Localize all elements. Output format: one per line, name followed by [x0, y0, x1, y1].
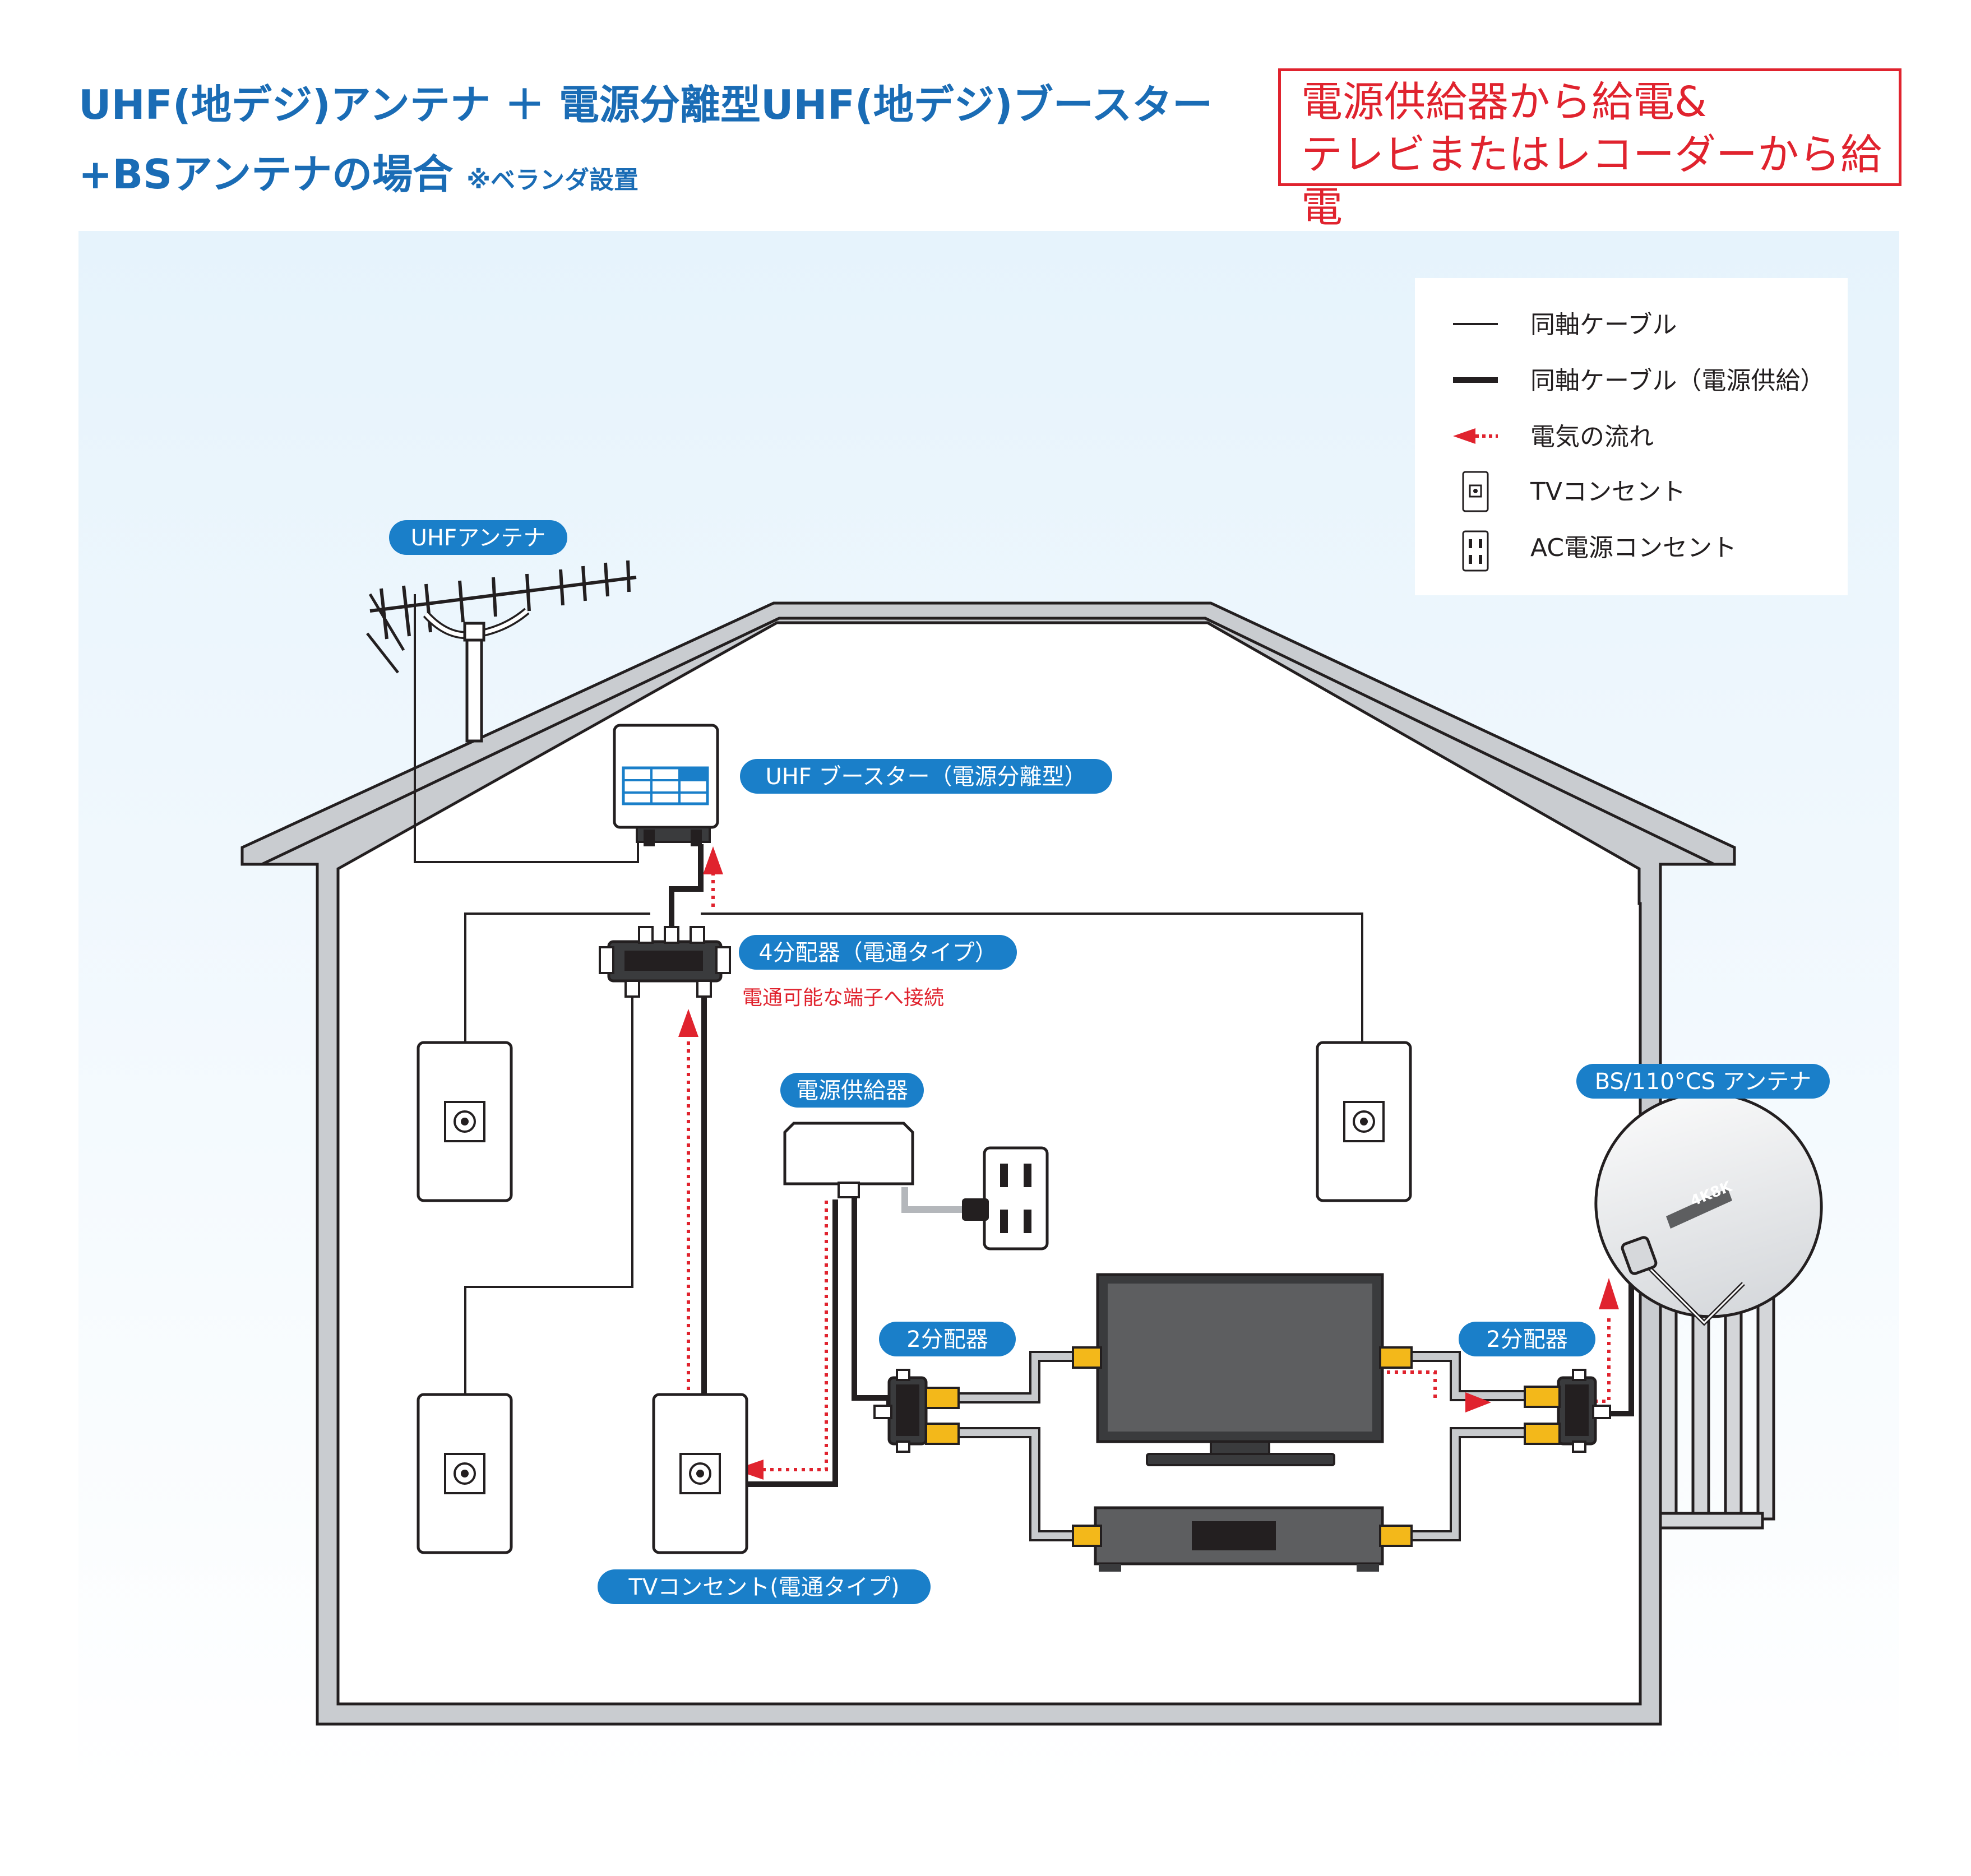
- notice-line1: 電源供給器から給電&: [1301, 78, 1707, 126]
- splitter2-right-icon: [1524, 1369, 1611, 1453]
- notice-line2: テレビまたはレコーダーから給電: [1301, 131, 1882, 231]
- svg-text:電源供給器: 電源供給器: [796, 1078, 908, 1104]
- splitter4-icon: [599, 926, 731, 998]
- recorder-icon: [1072, 1506, 1413, 1572]
- legend: 同軸ケーブル 同軸ケーブル（電源供給） 電気の流れ TVコンセント AC電源コン…: [1415, 278, 1848, 595]
- splitter4-note: 電通可能な端子へ接続: [742, 986, 944, 1009]
- svg-text:4分配器（電通タイプ）: 4分配器（電通タイプ）: [758, 940, 997, 966]
- splitter2-left-icon: [873, 1369, 960, 1453]
- subtitle-main: +BSアンテナの場合: [78, 151, 454, 198]
- legend-tv-outlet-icon: [1462, 471, 1489, 512]
- legend-label-coax: 同軸ケーブル: [1530, 311, 1677, 339]
- legend-ac-outlet-icon: [1462, 530, 1489, 572]
- tv-outlet-powered: [652, 1393, 748, 1554]
- label-splitter4: 4分配器（電通タイプ）: [739, 935, 1017, 970]
- bs-antenna-icon: 4K8K: [1594, 1092, 1823, 1326]
- label-power-supply: 電源供給器: [780, 1073, 924, 1108]
- electric-flow-arrowheads: [678, 846, 1619, 1480]
- page-subtitle: +BSアンテナの場合 ※ベランダ設置: [78, 141, 639, 200]
- svg-text:2分配器: 2分配器: [906, 1327, 988, 1352]
- legend-label-tv-outlet: TVコンセント: [1530, 478, 1686, 506]
- tv-outlet-right: [1316, 1041, 1412, 1202]
- label-uhf-booster: UHF ブースター（電源分離型）: [740, 759, 1112, 794]
- electric-flow: [687, 869, 1611, 1471]
- legend-swatch-flow-arrow: [1453, 428, 1475, 444]
- tv-outlet-upper-left: [417, 1041, 513, 1202]
- label-splitter2-left: 2分配器: [879, 1322, 1016, 1356]
- legend-label-ac-outlet: AC電源コンセント: [1530, 534, 1737, 562]
- coax-av-cables: [959, 1353, 1525, 1539]
- page-title: UHF(地デジ)アンテナ ＋ 電源分離型UHF(地デジ)ブースター: [78, 81, 1213, 128]
- legend-label-flow: 電気の流れ: [1530, 423, 1654, 451]
- svg-text:TVコンセント(電通タイプ): TVコンセント(電通タイプ): [628, 1574, 899, 1600]
- label-splitter2-right: 2分配器: [1459, 1322, 1595, 1356]
- svg-text:UHFアンテナ: UHFアンテナ: [411, 525, 546, 551]
- svg-text:BS/110°CS アンテナ: BS/110°CS アンテナ: [1595, 1069, 1811, 1095]
- television-icon: [1072, 1273, 1413, 1466]
- label-tv-outlet: TVコンセント(電通タイプ): [598, 1569, 931, 1604]
- label-uhf-antenna: UHFアンテナ: [389, 520, 567, 555]
- ac-plug-cable: [901, 1187, 970, 1213]
- power-notice-box: 電源供給器から給電& テレビまたはレコーダーから給電: [1278, 68, 1901, 231]
- balcony-railing: [1659, 1271, 1775, 1530]
- coax-cables-thin: [414, 594, 1363, 1395]
- subtitle-note: ※ベランダ設置: [466, 166, 639, 194]
- ac-outlet-icon: [962, 1146, 1049, 1250]
- uhf-antenna-icon: [366, 560, 637, 743]
- tv-outlet-lower-left: [417, 1393, 513, 1554]
- svg-text:2分配器: 2分配器: [1486, 1327, 1567, 1352]
- legend-label-coax-power: 同軸ケーブル（電源供給）: [1530, 367, 1825, 395]
- power-supply-icon: [783, 1122, 914, 1198]
- label-bs-antenna: BS/110°CS アンテナ: [1576, 1064, 1830, 1099]
- svg-text:UHF ブースター（電源分離型）: UHF ブースター（電源分離型）: [765, 764, 1086, 790]
- uhf-booster-icon: [613, 724, 719, 846]
